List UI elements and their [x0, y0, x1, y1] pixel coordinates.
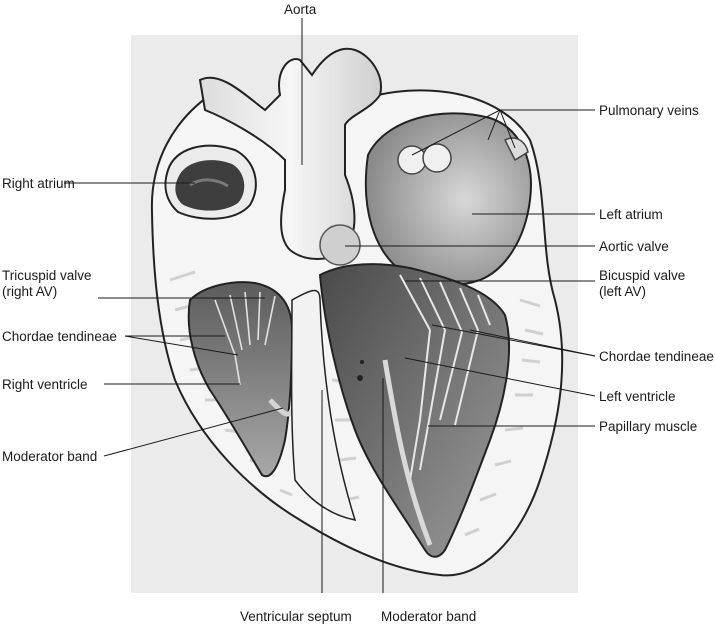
- leader-chordae-right-2: [469, 329, 596, 357]
- label-chordae-tendineae-right: Chordae tendineae: [599, 349, 714, 364]
- leader-lines: [64, 18, 596, 593]
- label-right-atrium: Right atrium: [2, 176, 75, 191]
- label-papillary-muscle: Papillary muscle: [599, 419, 698, 434]
- pulmonary-vein-opening-2: [422, 143, 452, 173]
- aortic-valve-shape: [319, 224, 361, 266]
- label-pulmonary-veins: Pulmonary veins: [599, 103, 699, 118]
- aorta: [198, 47, 382, 260]
- label-moderator-band-bottom: Moderator band: [381, 609, 477, 624]
- label-ventricular-septum: Ventricular septum: [240, 609, 352, 624]
- left-ventricle: [318, 263, 510, 558]
- left-chordae: [399, 274, 491, 481]
- leader-pulmonary-veins-3: [499, 109, 516, 149]
- rv-moderator-band: [268, 398, 295, 417]
- right-chordae: [214, 291, 276, 386]
- leader-pulmonary-veins-2: [487, 109, 501, 141]
- lv-moderator-band: [382, 359, 433, 546]
- label-aorta: Aorta: [284, 2, 317, 17]
- leader-left-ventricle: [404, 357, 596, 397]
- ventricular-septum: [290, 289, 357, 521]
- label-left-atrium: Left atrium: [599, 207, 663, 222]
- label-chordae-tendineae-left: Chordae tendineae: [2, 329, 117, 344]
- label-left-ventricle: Left ventricle: [599, 389, 676, 404]
- leader-moderator-band-left: [103, 407, 284, 457]
- label-moderator-band-left: Moderator band: [2, 449, 98, 464]
- label-bicuspid-valve-line2: (left AV): [599, 284, 647, 299]
- label-tricuspid-valve-line2: (right AV): [2, 284, 58, 299]
- label-tricuspid-valve-line1: Tricuspid valve: [2, 268, 92, 283]
- right-atrium-cavity: [175, 160, 245, 211]
- label-aortic-valve: Aortic valve: [599, 239, 669, 254]
- pulmonary-vein-stub: [503, 137, 529, 162]
- right-ventricle: [187, 281, 294, 478]
- label-right-ventricle: Right ventricle: [2, 377, 88, 392]
- label-bicuspid-valve-line1: Bicuspid valve: [599, 268, 686, 283]
- leader-chordae-left-2: [124, 335, 239, 356]
